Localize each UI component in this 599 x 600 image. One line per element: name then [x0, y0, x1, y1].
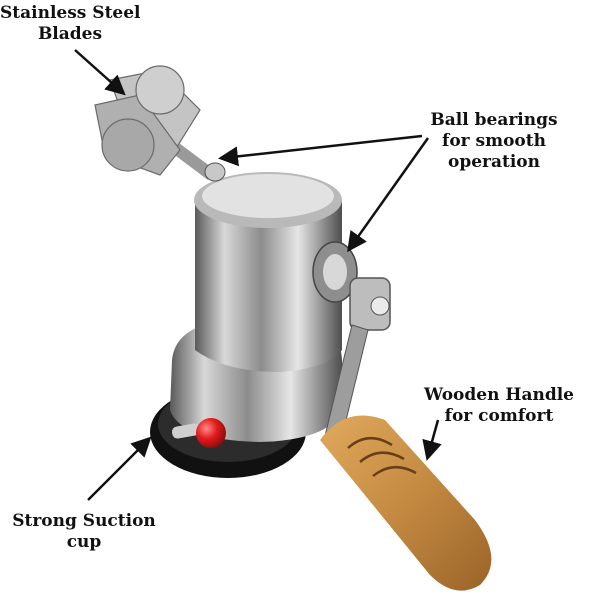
annotation-arrows — [74, 49, 442, 501]
label-stainless-steel-blades: Stainless Steel Blades — [0, 3, 141, 44]
body-cylinder — [194, 172, 342, 372]
arrow-bearing-side — [347, 137, 430, 253]
arrow-handle — [422, 419, 442, 461]
red-release-knob — [171, 418, 226, 448]
bearing-and-nut — [312, 241, 391, 331]
steel-blades — [94, 65, 201, 176]
arrow-suction — [87, 436, 152, 501]
arrow-blades — [74, 49, 126, 96]
label-ball-bearings: Ball bearings for smooth operation — [430, 110, 558, 172]
wooden-handle — [320, 415, 492, 591]
label-strong-suction-cup: Strong Suction cup — [12, 511, 156, 552]
arrow-bearing-shaft — [218, 134, 423, 167]
label-wooden-handle: Wooden Handle for comfort — [424, 385, 574, 426]
